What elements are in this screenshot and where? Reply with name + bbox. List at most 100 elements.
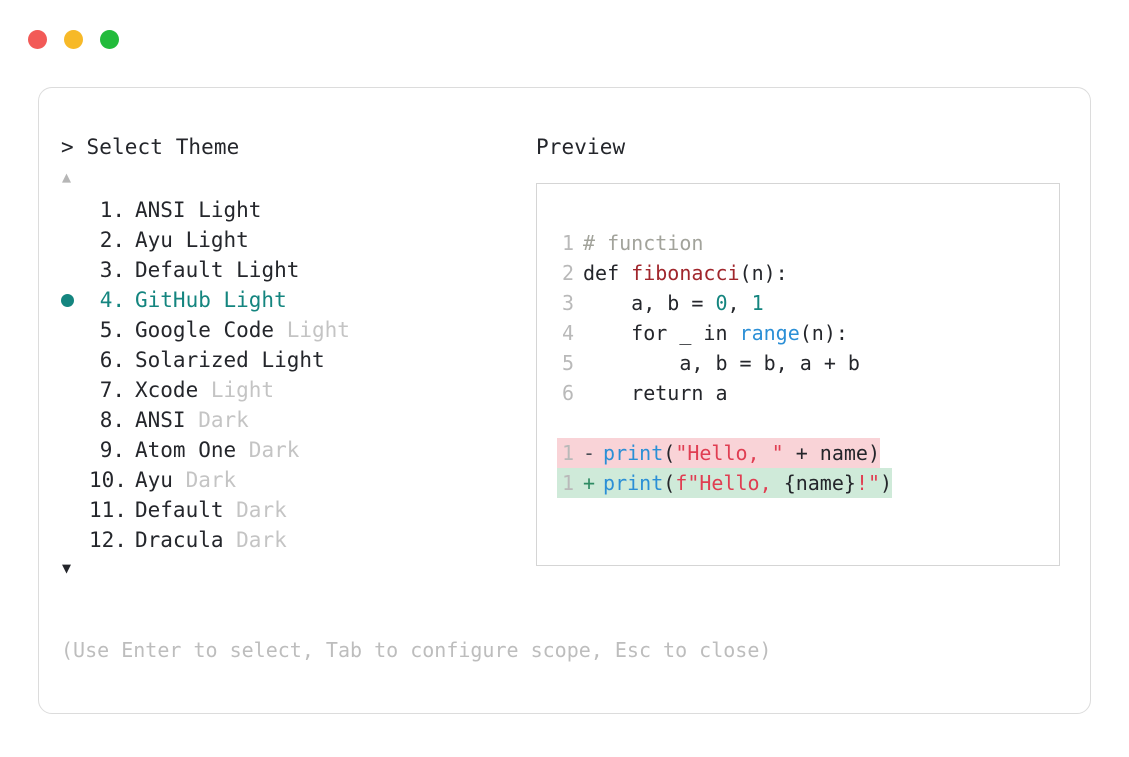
code-line: 4 for _ in range(n): <box>557 318 1059 348</box>
theme-item-variant: Light <box>198 378 275 402</box>
code-token: print <box>603 471 664 495</box>
code-token: (n): <box>739 261 788 285</box>
panel-columns: > Select Theme ▲ 1. ANSI Light 2. Ayu Light… <box>39 88 1090 713</box>
theme-item-variant: Light <box>248 348 325 372</box>
close-window-button[interactable] <box>28 30 47 49</box>
theme-item-name: Ayu <box>135 228 173 252</box>
theme-item-index: 8. <box>99 408 125 432</box>
code-token: , <box>727 291 752 315</box>
maximize-window-button[interactable] <box>100 30 119 49</box>
code-line: 5 a, b = b, a + b <box>557 348 1059 378</box>
theme-item-variant: Light <box>210 288 287 312</box>
code-line-text: def fibonacci(n): <box>583 258 788 288</box>
theme-item-name: Xcode <box>135 378 199 402</box>
window-titlebar <box>28 30 119 49</box>
theme-item-name: ANSI <box>135 198 186 222</box>
scroll-down-indicator-icon[interactable]: ▼ <box>62 559 72 577</box>
scroll-up-indicator-icon[interactable]: ▲ <box>62 168 72 186</box>
code-line: 2 def fibonacci(n): <box>557 258 1059 288</box>
theme-item-variant: Dark <box>223 498 287 522</box>
theme-item-index: 2. <box>99 228 125 252</box>
theme-list-item[interactable]: 7. Xcode Light <box>61 375 531 405</box>
code-token: ( <box>663 441 676 465</box>
prompt-heading: > Select Theme <box>61 135 240 159</box>
theme-list-item[interactable]: 6. Solarized Light <box>61 345 531 375</box>
theme-item-index: 7. <box>99 378 125 402</box>
theme-item-index: 5. <box>99 318 125 342</box>
code-line-text: # function <box>583 228 703 258</box>
code-line-text: for _ in range(n): <box>583 318 848 348</box>
code-line-text: a, b = b, a + b <box>583 348 860 378</box>
code-token: fibonacci <box>631 261 740 285</box>
code-line: 1 # function <box>557 228 1059 258</box>
theme-list-item[interactable]: 11.Default Dark <box>61 495 531 525</box>
code-line: 6 return a <box>557 378 1059 408</box>
theme-list-item[interactable]: 3.Default Light <box>61 255 531 285</box>
diff-line-number: 1 <box>561 471 574 495</box>
code-token: "Hello, " <box>675 441 784 465</box>
theme-item-index: 6. <box>99 348 125 372</box>
theme-item-name: Google Code <box>135 318 275 342</box>
theme-item-variant: Light <box>172 228 249 252</box>
code-token: range <box>739 321 800 345</box>
theme-list-item[interactable]: 12.Dracula Dark <box>61 525 531 555</box>
theme-list-item[interactable]: 5. Google Code Light <box>61 315 531 345</box>
theme-picker-panel: > Select Theme ▲ 1. ANSI Light 2. Ayu Light… <box>38 87 1091 714</box>
code-line-text: a, b = 0, 1 <box>583 288 763 318</box>
code-line-number: 1 <box>561 231 574 255</box>
diff-line-number: 1 <box>561 441 574 465</box>
theme-item-variant: Dark <box>223 528 287 552</box>
theme-item-name: Atom One <box>135 438 237 462</box>
theme-item-index: 1. <box>99 198 125 222</box>
theme-item-variant: Light <box>185 198 262 222</box>
theme-chooser-column: > Select Theme ▲ 1. ANSI Light 2. Ayu Light… <box>61 133 531 579</box>
selection-bullet-icon <box>61 287 89 317</box>
theme-item-name: GitHub <box>135 288 211 312</box>
code-line: 3 a, b = 0, 1 <box>557 288 1059 318</box>
theme-item-variant: Light <box>274 318 350 342</box>
code-line-number: 3 <box>561 291 574 315</box>
code-token: ( <box>663 471 676 495</box>
theme-item-index: 4. <box>99 288 125 312</box>
keyboard-hint: (Use Enter to select, Tab to configure s… <box>61 638 772 662</box>
theme-list-item[interactable]: 9.Atom One Dark <box>61 435 531 465</box>
preview-label: Preview <box>536 135 626 159</box>
theme-item-name: Default <box>135 258 224 282</box>
theme-list-item[interactable]: 2. Ayu Light <box>61 225 531 255</box>
theme-item-variant: Dark <box>185 408 249 432</box>
code-token: + name) <box>783 441 881 465</box>
theme-list-item[interactable]: 4. GitHub Light <box>61 285 531 315</box>
code-token: (n): <box>799 321 848 345</box>
theme-list-item[interactable]: 8.ANSI Dark <box>61 405 531 435</box>
code-line-number: 2 <box>561 261 574 285</box>
theme-item-index: 11. <box>89 498 127 522</box>
code-token: 0 <box>715 291 728 315</box>
theme-list-item[interactable]: 10.Ayu Dark <box>61 465 531 495</box>
code-token: ) <box>880 471 893 495</box>
theme-item-index: 12. <box>89 528 127 552</box>
code-line-number: 5 <box>561 351 574 375</box>
code-token: {name} <box>783 471 856 495</box>
theme-item-name: Solarized <box>135 348 249 372</box>
diff-marker-icon: - <box>583 441 596 465</box>
code-line-text: return a <box>583 378 727 408</box>
diff-line-added: 1 + print(f"Hello, {name}!") <box>557 468 893 498</box>
theme-item-index: 10. <box>89 468 127 492</box>
theme-item-variant: Dark <box>236 438 300 462</box>
minimize-window-button[interactable] <box>64 30 83 49</box>
theme-item-index: 3. <box>99 258 125 282</box>
diff-line-text: print("Hello, " + name) <box>603 438 880 468</box>
code-token: for _ in <box>583 321 740 345</box>
diff-block: 1-print("Hello, " + name)1+print(f"Hello… <box>557 438 1059 498</box>
code-line-number: 4 <box>561 321 574 345</box>
code-blank-line <box>557 408 1059 438</box>
code-token: a, b = b, a + b <box>583 351 860 375</box>
diff-marker-icon: + <box>583 471 596 495</box>
code-token: def <box>583 261 632 285</box>
theme-list-item[interactable]: 1. ANSI Light <box>61 195 531 225</box>
diff-line-text: print(f"Hello, {name}!") <box>603 468 892 498</box>
